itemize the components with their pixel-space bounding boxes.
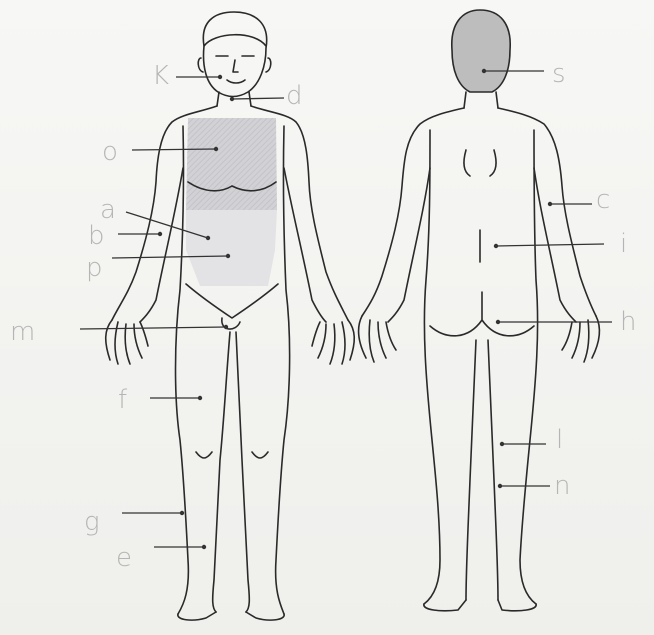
label-b: b <box>88 221 105 251</box>
back-left-hand <box>359 316 396 362</box>
label-d: d <box>286 81 303 111</box>
label-k: K <box>152 61 169 91</box>
back-figure <box>359 10 600 611</box>
label-e: e <box>116 543 132 573</box>
label-p: p <box>86 253 103 283</box>
front-left-hand <box>106 320 148 364</box>
head-back-shaded-region <box>452 10 510 92</box>
label-g: g <box>84 507 100 537</box>
label-o: o <box>102 137 118 167</box>
label-s: s <box>552 59 566 89</box>
label-i: i <box>620 229 627 259</box>
back-body-outline <box>362 108 596 316</box>
label-f: f <box>118 385 128 415</box>
chest-shaded-region <box>186 118 277 210</box>
labels: K d o a b p m f g e s c i h l n <box>10 59 636 573</box>
label-c: c <box>596 185 610 215</box>
label-m: m <box>10 317 35 347</box>
front-feet <box>178 612 284 620</box>
label-h: h <box>620 307 636 337</box>
abdomen-shaded-region <box>186 210 277 286</box>
back-feet <box>424 600 536 611</box>
front-right-hand <box>312 320 354 364</box>
front-figure <box>106 12 355 620</box>
label-l: l <box>556 425 563 455</box>
label-n: n <box>554 471 570 501</box>
back-leader-lines <box>482 69 612 488</box>
front-head <box>203 12 266 97</box>
back-right-hand <box>562 316 599 362</box>
